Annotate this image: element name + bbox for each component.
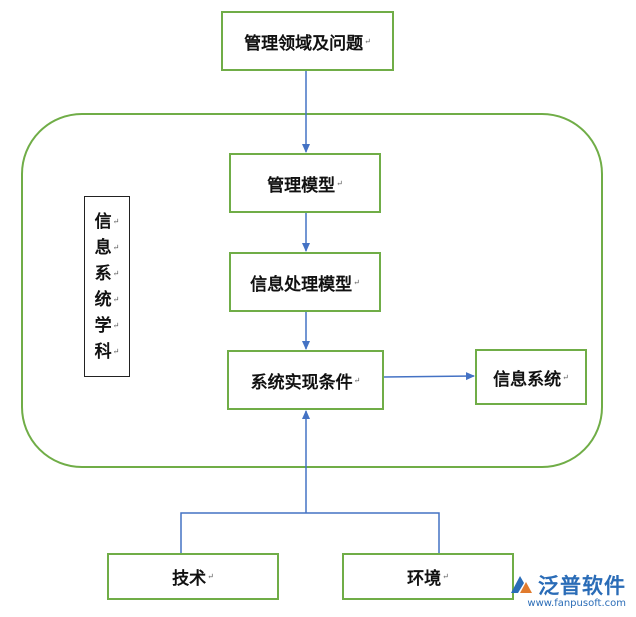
node-management-problem-label: 管理领域及问题 (244, 33, 364, 54)
discipline-char: 信↵ (94, 211, 120, 232)
discipline-label-box: 信↵ 息↵ 系↵ 统↵ 学↵ 科↵ (84, 196, 130, 377)
return-mark: ↵ (562, 372, 569, 382)
node-management-model: 管理模型↵ (229, 153, 381, 213)
discipline-char: 息↵ (94, 237, 120, 258)
node-technology-label: 技术 (172, 569, 207, 589)
node-management-problem: 管理领域及问题↵ (221, 11, 394, 71)
discipline-char: 统↵ (94, 289, 120, 310)
discipline-char: 科↵ (94, 341, 120, 362)
return-mark: ↵ (207, 572, 214, 581)
node-info-processing-model: 信息处理模型↵ (229, 252, 381, 312)
node-info-processing-model-label: 信息处理模型 (250, 274, 353, 295)
connector-tech-env (180, 512, 440, 553)
node-info-system: 信息系统↵ (475, 349, 587, 405)
node-info-system-label: 信息系统 (493, 369, 562, 390)
return-mark: ↵ (353, 277, 360, 287)
return-mark: ↵ (364, 36, 371, 46)
fanpu-logo-icon (511, 576, 532, 593)
node-technology: 技术↵ (107, 553, 279, 600)
node-management-model-label: 管理模型 (267, 175, 336, 196)
node-system-conditions-label: 系统实现条件 (250, 372, 353, 393)
watermark: 泛普软件 www.fanpusoft.com (508, 570, 626, 609)
return-mark: ↵ (353, 375, 361, 385)
node-environment: 环境↵ (342, 553, 514, 600)
watermark-url: www.fanpusoft.com (527, 598, 626, 609)
discipline-container (21, 113, 603, 468)
discipline-char: 系↵ (94, 263, 120, 284)
return-mark: ↵ (336, 178, 343, 188)
node-environment-label: 环境 (407, 569, 442, 589)
return-mark: ↵ (442, 572, 449, 581)
arrow-conditions-to-system (383, 372, 475, 381)
discipline-char: 学↵ (94, 315, 120, 336)
watermark-name: 泛普软件 (538, 574, 626, 598)
node-system-conditions: 系统实现条件↵ (227, 350, 384, 410)
